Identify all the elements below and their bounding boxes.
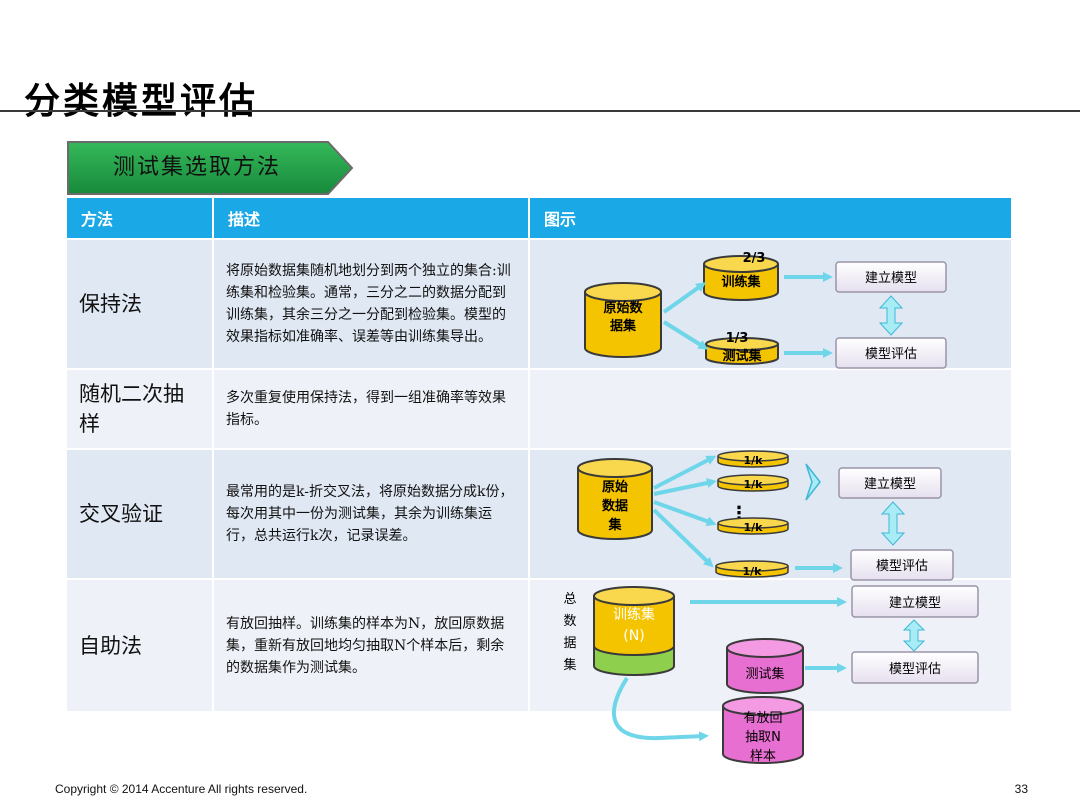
method-cell: 交叉验证: [67, 448, 214, 579]
section-tag: 测试集选取方法: [66, 140, 356, 196]
header-desc: 描述: [213, 198, 530, 239]
methods-table: 方法 描述 图示 保持法 将原始数据集随机地划分到两个独立的集合:训练集和检验集…: [67, 198, 1013, 711]
footer-page-number: 33: [1014, 782, 1028, 796]
footer-copyright: Copyright © 2014 Accenture All rights re…: [55, 782, 308, 796]
section-tag-arrow-shape: [67, 141, 354, 195]
desc-cell: 多次重复使用保持法，得到一组准确率等效果指标。: [213, 368, 530, 449]
desc-cell: 最常用的是k-折交叉法，将原始数据分成k份，每次用其中一份为测试集，其余为训练集…: [213, 448, 530, 579]
method-cell: 保持法: [67, 238, 214, 369]
section-tag-label: 测试集选取方法: [112, 155, 281, 180]
resample-label-2: 抽取N: [745, 730, 781, 745]
header-method: 方法: [67, 198, 214, 239]
header-figure: 图示: [529, 198, 1013, 239]
page-title: 分类模型评估: [24, 80, 259, 122]
desc-cell: 有放回抽样。训练集的样本为N，放回原数据集，重新有放回地均匀抽取N个样本后，剩余…: [213, 578, 530, 711]
figure-cell: [529, 368, 1013, 449]
table-header-row: 方法 描述 图示: [67, 198, 1013, 239]
table-row: 保持法 将原始数据集随机地划分到两个独立的集合:训练集和检验集。通常，三分之二的…: [67, 238, 1013, 369]
table-row: 随机二次抽样 多次重复使用保持法，得到一组准确率等效果指标。: [67, 368, 1013, 449]
desc-cell: 将原始数据集随机地划分到两个独立的集合:训练集和检验集。通常，三分之二的数据分配…: [213, 238, 530, 369]
figure-cell: [529, 578, 1013, 711]
figure-cell: [529, 448, 1013, 579]
table-row: 自助法 有放回抽样。训练集的样本为N，放回原数据集，重新有放回地均匀抽取N个样本…: [67, 578, 1013, 711]
figure-cell: [529, 238, 1013, 369]
title-rule: [0, 110, 1080, 112]
resample-label-3: 样本: [750, 749, 776, 764]
method-cell: 随机二次抽样: [67, 368, 214, 449]
method-cell: 自助法: [67, 578, 214, 711]
resample-label-1: 有放回: [743, 711, 782, 726]
table-row: 交叉验证 最常用的是k-折交叉法，将原始数据分成k份，每次用其中一份为测试集，其…: [67, 448, 1013, 579]
